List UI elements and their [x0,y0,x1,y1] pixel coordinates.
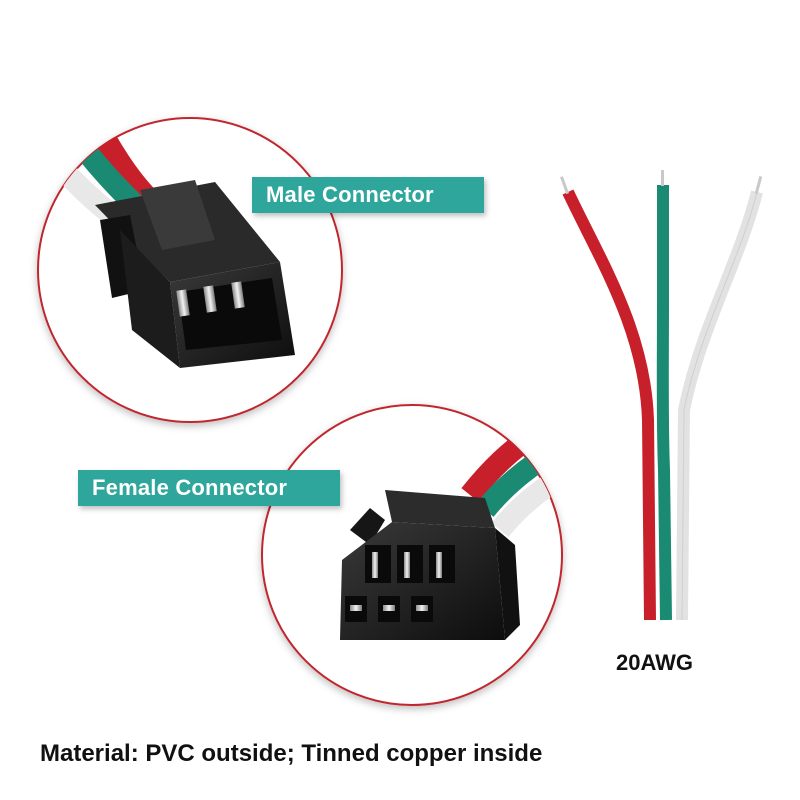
female-connector-label: Female Connector [78,470,340,506]
male-connector-label: Male Connector [252,177,484,213]
male-connector-circle [37,117,343,423]
loose-wires [560,170,763,621]
wire-gauge-label: 20AWG [616,650,694,675]
material-caption: Material: PVC outside; Tinned copper ins… [40,740,543,767]
female-connector-circle [261,404,563,706]
